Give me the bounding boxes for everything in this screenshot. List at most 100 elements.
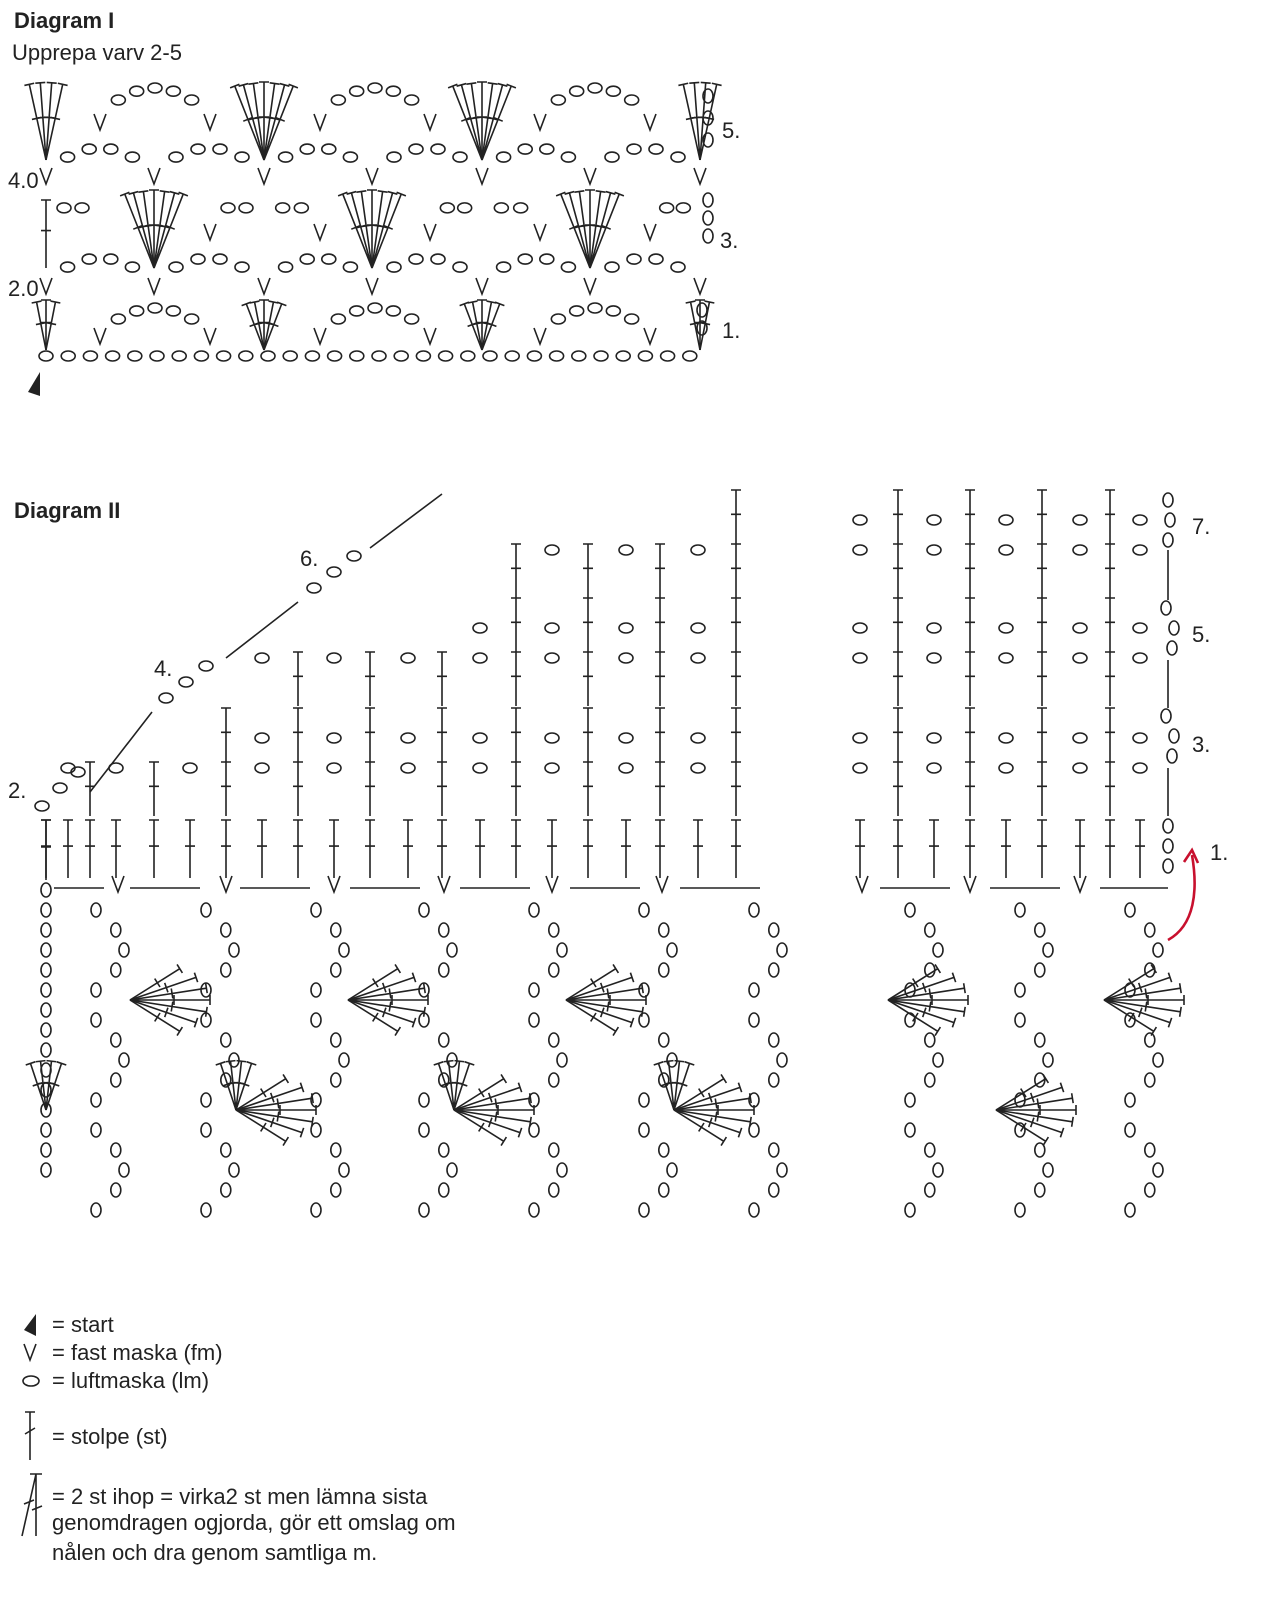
chain-stitch [371,350,387,362]
chain-stitch [1072,544,1088,556]
chain-stitch [168,151,184,163]
double-crochet [365,707,375,762]
single-crochet [203,223,217,243]
double-crochet [887,999,942,1036]
double-crochet [731,597,741,652]
chain-stitch [277,151,294,163]
chain-stitch [556,1052,568,1068]
chain-stitch [702,228,714,244]
double-crochet [673,1093,752,1111]
double-crochet [995,1109,1074,1127]
chain-stitch [326,732,342,744]
single-crochet [423,113,437,133]
chain-stitch [638,1092,650,1108]
chain-stitch [165,85,182,98]
chain-stitch [128,85,145,98]
double-crochet [583,819,593,878]
chain-stitch [657,1142,670,1158]
chain-stitch [320,253,337,265]
chain-stitch [1164,512,1176,528]
chain-stitch [623,313,640,325]
diagram-2-svg: 2. 4. 6. 1. 3. 5. 7. [8,489,1228,1218]
double-crochet [41,299,51,350]
chain-stitch [547,1072,560,1088]
chain-stitch [657,1072,670,1088]
diagram-1-row-label-2: 2.0 [8,276,39,301]
single-crochet [545,875,559,895]
chain-stitch [623,94,640,106]
double-crochet [621,819,631,878]
chain-stitch [570,350,587,362]
chain-stitch [1124,902,1136,918]
chain-stitch [437,962,450,978]
diagram-1-svg: 1. 2.0 3. 4.0 5. [8,81,740,396]
double-crochet [655,543,665,598]
double-crochet [235,1109,314,1127]
chain-stitch [690,762,706,774]
double-crochet [565,983,644,1001]
chain-stitch [1143,1182,1156,1198]
double-crochet [583,597,593,652]
single-crochet [1073,875,1087,895]
chain-stitch [926,544,942,556]
chain-stitch [528,1202,540,1218]
chain-stitch [495,261,512,273]
double-crochet [453,1109,532,1127]
chain-stitch [128,305,145,317]
chain-stitch [604,261,620,273]
chain-stitch [348,305,365,317]
single-crochet [643,327,657,347]
chain-stitch [90,1012,102,1028]
chain-stitch [326,652,342,664]
chain-stitch [109,1182,122,1198]
chain-stitch [932,1162,944,1178]
double-crochet [85,819,95,878]
chain-stitch [659,350,676,362]
chain-stitch [238,202,254,214]
double-crochet [1135,819,1145,878]
legend-sc-label: = fast maska (fm) [52,1340,223,1365]
double-crochet [248,82,265,161]
chain-stitch [418,1202,430,1218]
chain-stitch [482,350,498,362]
chain-stitch [59,151,76,163]
chain-stitch [254,762,270,774]
chain-stitch [430,253,446,265]
chain-stitch [904,1202,916,1218]
double-crochet [511,819,521,878]
chain-stitch [437,1142,450,1158]
chain-stitch [118,1052,130,1068]
double-crochet [63,819,73,878]
double-crochet [655,651,665,706]
single-crochet [365,167,379,187]
chain-stitch [618,652,634,664]
chain-stitch [556,1162,568,1178]
chain-stitch [666,942,678,958]
chain-stitch [605,305,622,317]
turn-arrow-head [1182,847,1200,864]
chain-stitch [1124,1122,1136,1138]
double-crochet [453,1109,508,1146]
single-crochet [313,113,327,133]
diagram-2-row-label-6: 6. [300,546,318,571]
double-crochet [130,995,211,1005]
chain-stitch [1072,622,1088,634]
chain-stitch [626,143,642,155]
double-crochet [437,651,447,706]
chain-stitch [330,313,347,325]
chain-stitch [568,305,585,317]
chain-stitch [690,544,706,556]
chain-stitch [998,732,1014,744]
double-crochet [929,819,939,878]
chain-stitch [329,1072,342,1088]
double-crochet [235,1109,290,1146]
double-crochet [111,819,121,878]
double-crochet [365,651,375,706]
chain-stitch [696,320,708,336]
chain-stitch [538,143,555,155]
chain-stitch [40,902,52,918]
double-crochet [371,191,407,269]
chain-stitch [648,143,664,155]
double-crochet [437,761,447,816]
chain-stitch [702,132,714,148]
